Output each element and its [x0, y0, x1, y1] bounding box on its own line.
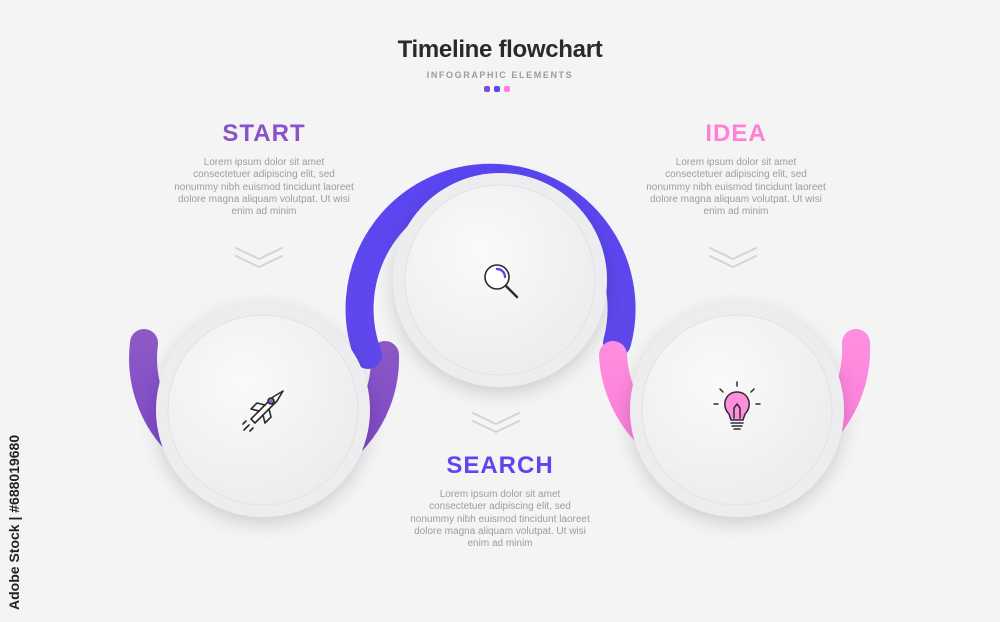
search-chevron — [472, 412, 520, 434]
title-dots — [484, 86, 510, 92]
start-description: Lorem ipsum dolor sit amet consectetuer … — [174, 157, 354, 218]
page-subtitle: INFOGRAPHIC ELEMENTS — [426, 70, 574, 80]
lightbulb-icon — [713, 381, 761, 430]
page-title: Timeline flowchart — [397, 36, 603, 63]
start-title: START — [222, 120, 306, 147]
start-chevron — [235, 247, 283, 269]
magnifier-icon — [484, 264, 519, 299]
title-dot — [494, 86, 500, 92]
rocket-icon — [242, 390, 284, 432]
idea-chevron — [709, 247, 757, 269]
title-dot — [484, 86, 490, 92]
stock-id-watermark: Adobe Stock | #688019680 — [6, 434, 22, 610]
title-dot — [504, 86, 510, 92]
idea-description: Lorem ipsum dolor sit amet consectetuer … — [646, 157, 826, 218]
idea-title: IDEA — [705, 120, 767, 147]
search-title: SEARCH — [446, 452, 554, 479]
search-description: Lorem ipsum dolor sit amet consectetuer … — [410, 489, 590, 550]
